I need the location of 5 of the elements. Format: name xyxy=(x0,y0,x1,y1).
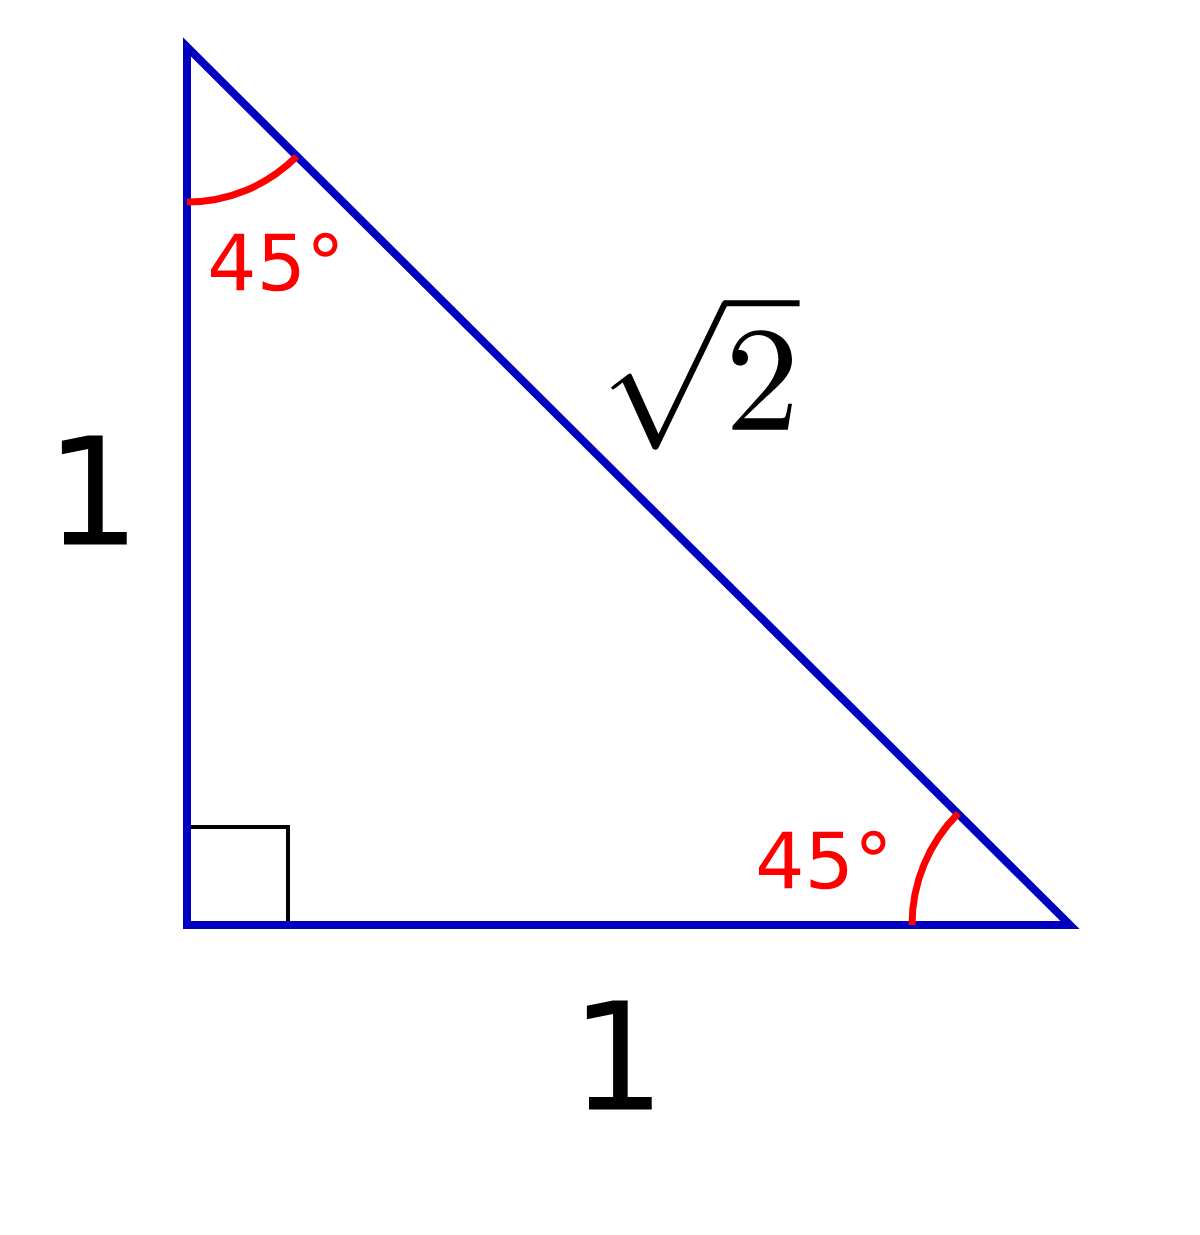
side-label: 1 xyxy=(586,1000,652,1110)
side-label: $\sqrt{2}$ xyxy=(611,300,800,450)
angle-label: 45° xyxy=(758,830,886,890)
side-label: 1 xyxy=(61,435,127,545)
angle-label: 45° xyxy=(210,232,338,292)
